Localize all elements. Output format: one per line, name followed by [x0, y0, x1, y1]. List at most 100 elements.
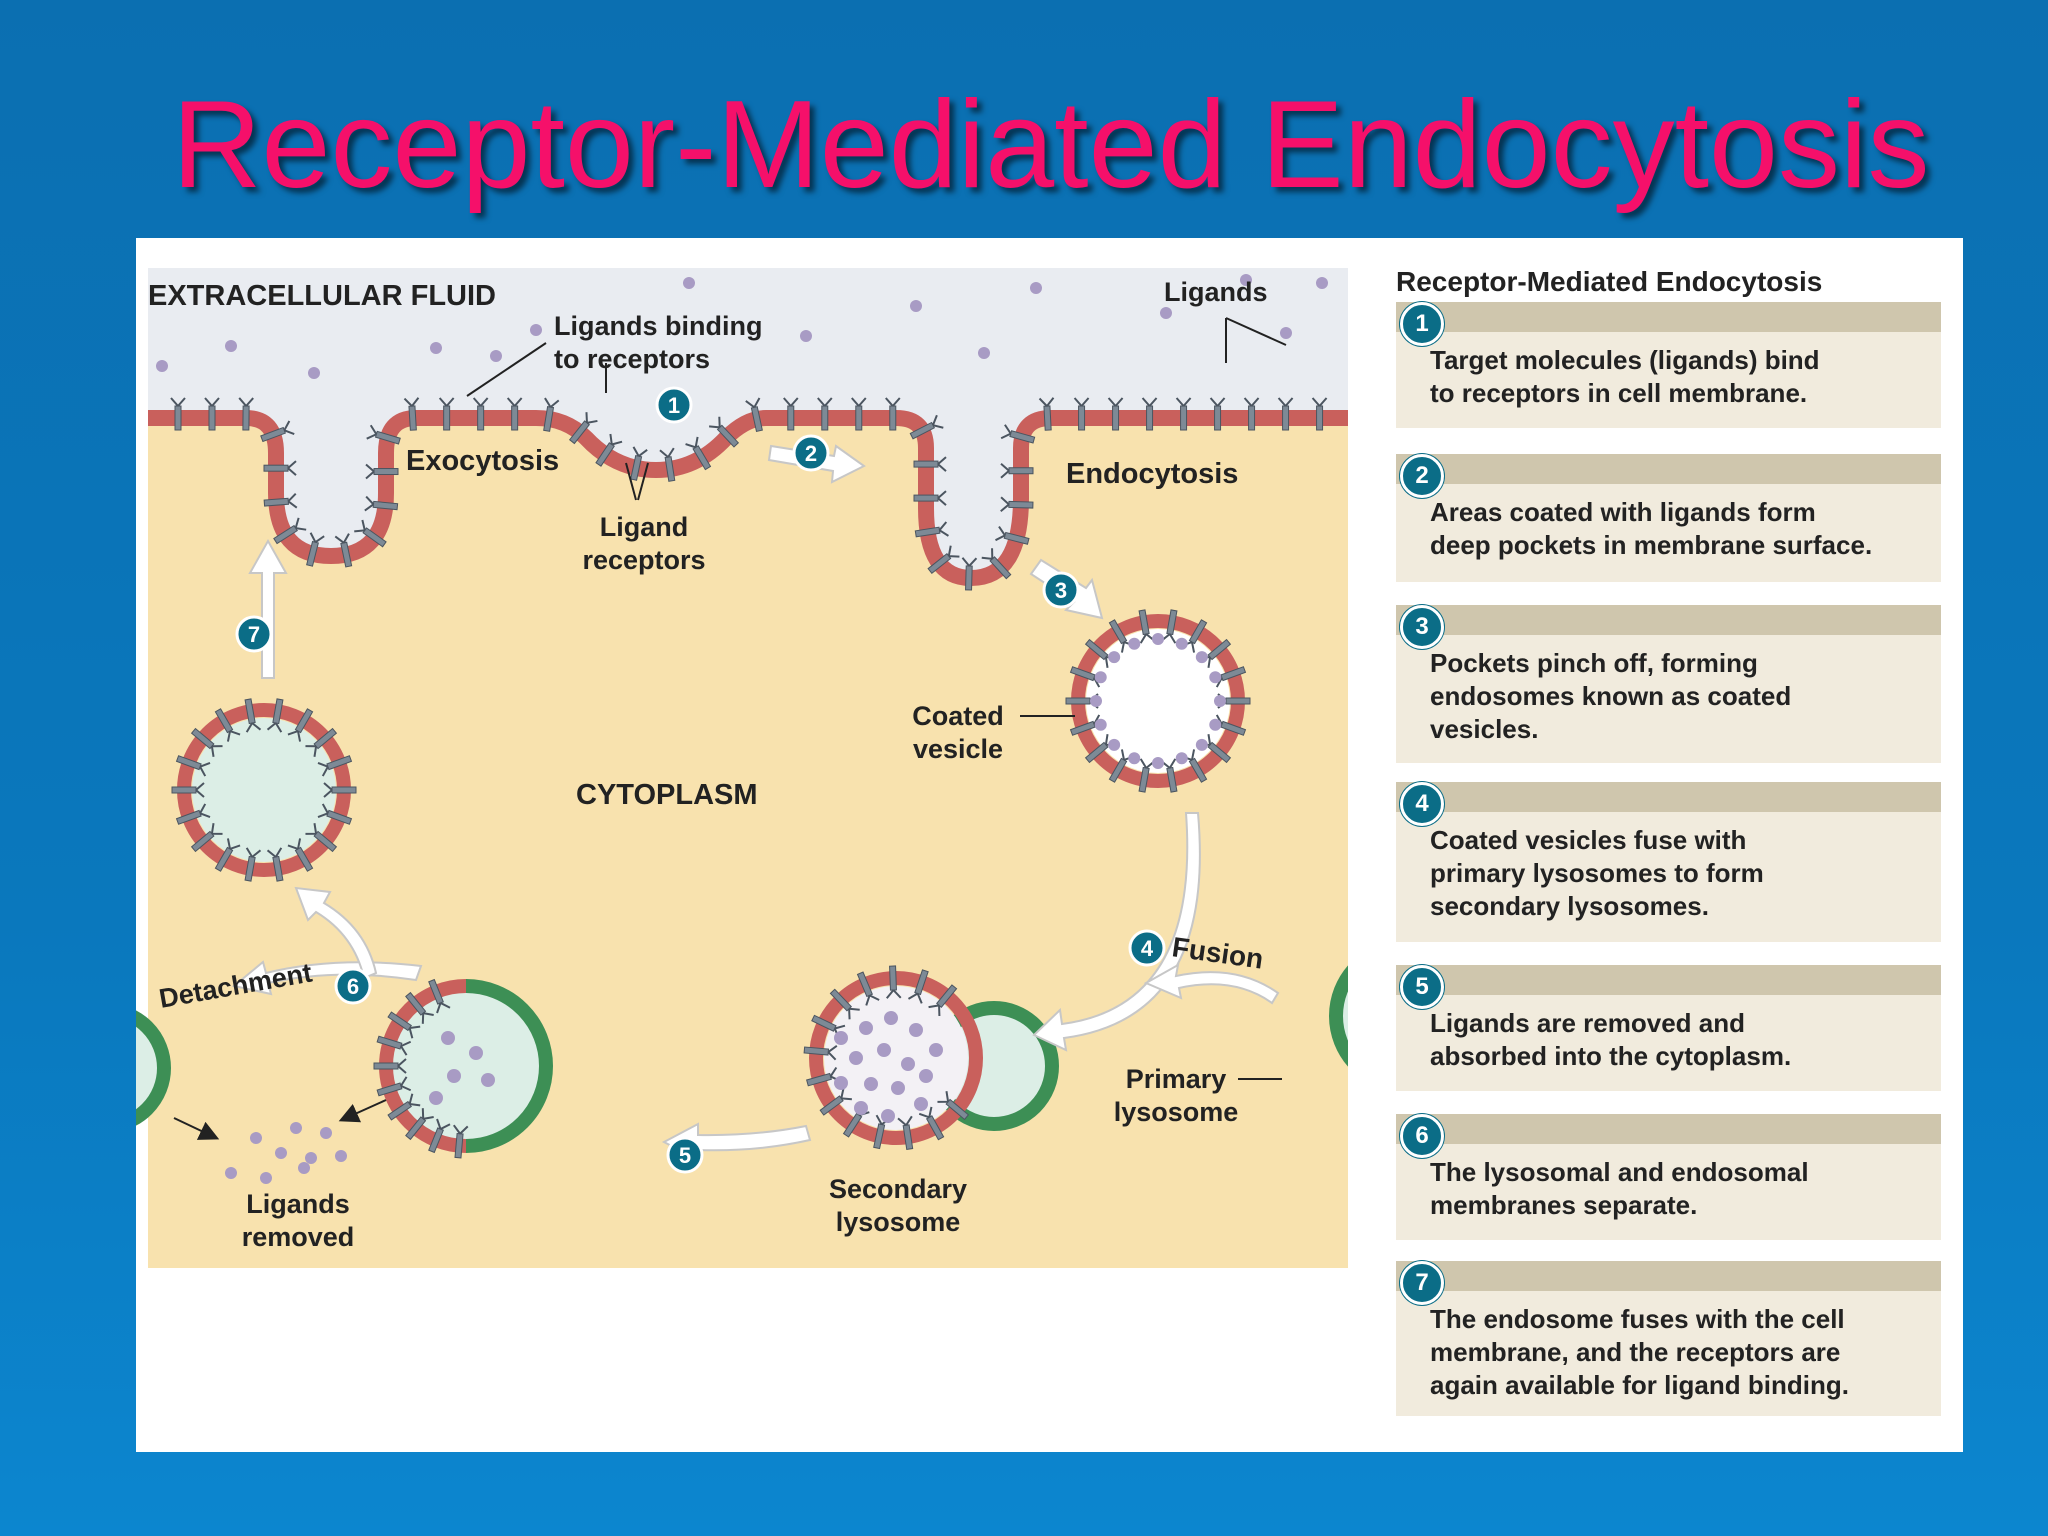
- arrow-to-recycling: [294, 886, 378, 980]
- receptor: [171, 782, 205, 798]
- receptor-stem: [1146, 405, 1154, 431]
- receptor-arms: [287, 730, 302, 742]
- step-description-line: secondary lysosomes.: [1430, 891, 1709, 921]
- receptor-arms: [238, 397, 254, 407]
- receptor-stem: [925, 1115, 945, 1141]
- ligand-dot: [910, 300, 922, 312]
- ligand-dot: [1090, 695, 1102, 707]
- receptor-stem: [1043, 405, 1052, 431]
- ligand-dot: [929, 1043, 943, 1057]
- receptor-arms: [226, 838, 241, 850]
- receptor: [685, 436, 712, 471]
- ligand-dot: [919, 1069, 933, 1083]
- ligand-dot: [1152, 757, 1164, 769]
- receptor-arms: [840, 1087, 852, 1101]
- step-description-line: primary lysosomes to form: [1430, 858, 1764, 888]
- receptor-arms: [937, 490, 947, 506]
- receptor-stem: [750, 406, 763, 433]
- receptor: [376, 1035, 412, 1056]
- receptor-stem: [1084, 741, 1109, 764]
- receptor-stem: [787, 405, 795, 431]
- receptor: [190, 727, 223, 757]
- ligand-dot: [320, 1127, 332, 1139]
- ligand-dot: [877, 1043, 891, 1057]
- ligand-dot: [275, 1147, 287, 1159]
- receptor: [266, 698, 284, 733]
- badge-3: 3: [1042, 571, 1080, 609]
- receptor-arms: [938, 521, 949, 537]
- ligand-dot: [260, 1172, 272, 1184]
- label-endocytosis: Endocytosis: [1066, 458, 1238, 490]
- receptor: [317, 755, 353, 777]
- receptor: [472, 397, 489, 431]
- receptor-stem: [171, 786, 197, 794]
- panel-title: Receptor-Mediated Endocytosis: [1396, 266, 1823, 297]
- ligand-dot: [1128, 637, 1141, 650]
- ligand-dot: [490, 350, 502, 362]
- receptor-arms: [907, 992, 923, 1004]
- receptor-stem: [909, 421, 936, 440]
- arrow-step-5: [661, 1122, 812, 1162]
- receptor: [659, 447, 676, 482]
- receptor-stem: [842, 1112, 863, 1138]
- step-band: [1396, 965, 1941, 995]
- receptor-arms: [438, 397, 455, 407]
- step-description-line: Areas coated with ligands form: [1430, 497, 1816, 527]
- receptor-arms: [199, 803, 211, 819]
- receptor-arms: [1141, 397, 1158, 407]
- badge-1: 1: [655, 386, 693, 424]
- receptor-stem: [913, 460, 939, 468]
- ligand-dot: [1175, 637, 1188, 650]
- ligand-dot: [530, 324, 542, 336]
- receptor-arms: [506, 397, 523, 407]
- receptor-arms: [745, 397, 761, 409]
- receptor: [995, 526, 1030, 545]
- ligand-dot: [1195, 651, 1208, 664]
- receptor: [885, 965, 902, 999]
- receptor: [913, 490, 947, 506]
- ligand-dot: [1094, 671, 1107, 684]
- receptor-arms: [436, 1118, 451, 1130]
- receptor: [366, 424, 401, 445]
- receptor: [376, 1076, 412, 1097]
- step-description-line: to receptors in cell membrane.: [1430, 378, 1808, 408]
- receptor: [387, 1011, 421, 1039]
- step-description-line: membranes separate.: [1430, 1190, 1698, 1220]
- ligand-dot: [834, 1031, 848, 1045]
- receptor: [260, 420, 295, 443]
- receptor: [506, 397, 523, 431]
- label-ligands: Ligands: [1164, 277, 1268, 307]
- receptor: [263, 460, 297, 476]
- receptor-arms: [1000, 424, 1012, 440]
- step-number-badge: 6: [1400, 1114, 1444, 1158]
- badge-2: 2: [792, 434, 830, 472]
- step-band: [1396, 605, 1941, 635]
- receptor-stem: [889, 965, 897, 991]
- receptor: [266, 847, 284, 882]
- badge-1-text: 1: [668, 393, 680, 418]
- receptor-arms: [317, 803, 329, 819]
- receptor: [1141, 397, 1158, 431]
- ligand-dot: [469, 1046, 483, 1060]
- badge-5-text: 5: [679, 1143, 691, 1168]
- receptor: [323, 782, 357, 798]
- receptor-arms: [334, 533, 350, 544]
- receptor-arms: [408, 1093, 421, 1107]
- receptor: [1181, 619, 1208, 653]
- receptor: [452, 1124, 469, 1159]
- receptor: [373, 1058, 407, 1074]
- receptor: [175, 755, 211, 777]
- receptor-arms: [472, 397, 489, 407]
- label-secondary-lysosome-1: Secondary: [829, 1174, 967, 1204]
- step-number-badge: 1: [1400, 302, 1444, 346]
- receptor: [595, 433, 623, 467]
- recycling-vesicle: [177, 703, 351, 877]
- receptor: [1000, 496, 1034, 512]
- step-description-line: Coated vesicles fuse with: [1430, 825, 1747, 855]
